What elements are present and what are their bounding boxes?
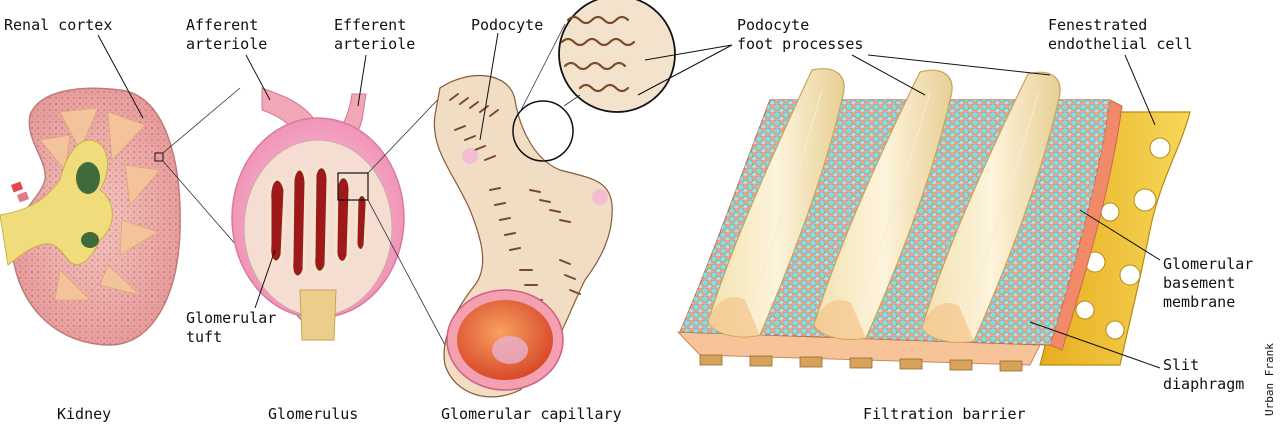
label-glomerular-basement-membrane: Glomerular basement membrane xyxy=(1163,255,1254,311)
filtration-barrier-figure xyxy=(676,68,1191,372)
label-podocyte-foot-processes: Podocyte foot processes xyxy=(737,16,864,53)
glomerulus-figure xyxy=(231,87,405,341)
caption-glomerular-capillary: Glomerular capillary xyxy=(441,405,622,423)
caption-glomerulus: Glomerulus xyxy=(268,405,359,423)
zoom-line xyxy=(367,91,446,174)
caption-kidney: Kidney xyxy=(57,405,112,423)
zoom-line xyxy=(519,23,566,113)
label-slit-diaphragm: Slit diaphragm xyxy=(1163,356,1245,393)
label-renal-cortex: Renal cortex xyxy=(4,16,113,34)
label-fenestrated-endothelial-cell: Fenestrated endothelial cell xyxy=(1048,16,1193,53)
zoom-line xyxy=(563,94,581,107)
leader-lines xyxy=(97,32,1161,369)
caption-filtration-barrier: Filtration barrier xyxy=(863,405,1026,423)
label-afferent-arteriole: Afferent arteriole xyxy=(186,16,268,53)
artist-credit: Urban Frank xyxy=(1263,343,1276,416)
kidney-figure xyxy=(0,87,181,346)
label-podocyte: Podocyte xyxy=(471,16,544,34)
label-efferent-arteriole: Efferent arteriole xyxy=(334,16,416,53)
label-glomerular-tuft: Glomerular tuft xyxy=(186,309,277,346)
zoom-line xyxy=(162,87,241,154)
capillary-figure xyxy=(433,0,676,398)
zoom-line xyxy=(367,199,446,346)
